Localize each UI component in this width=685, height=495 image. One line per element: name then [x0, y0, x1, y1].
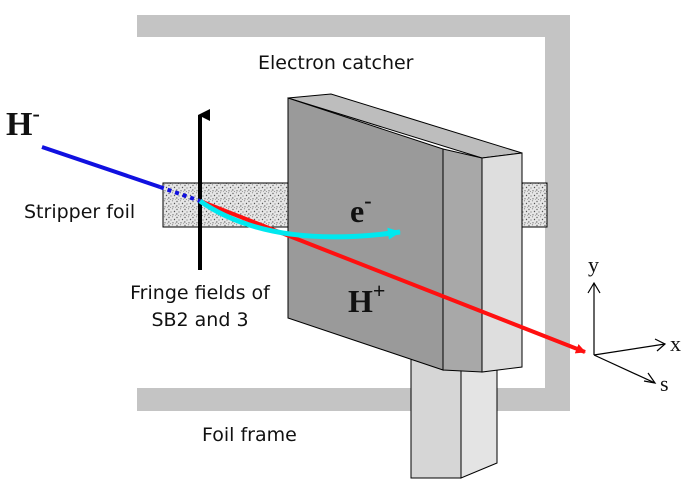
stripper-foil-label: Stripper foil [24, 201, 135, 223]
axis-x-arrowhead [654, 338, 667, 352]
catcher-middle-face [442, 148, 483, 373]
support-front [410, 357, 462, 479]
axis-y-arrowhead [587, 281, 601, 294]
coordinate-axes [587, 281, 667, 384]
h-minus-beam-dashed [159, 185, 201, 203]
foil-frame-label: Foil frame [202, 424, 297, 446]
catcher-support [410, 339, 498, 479]
electron-catcher-block [287, 93, 523, 373]
frame-top-bar [137, 15, 570, 37]
frame-right-bar [545, 15, 570, 411]
h-minus-base: H [6, 106, 32, 143]
frame-bottom-bar [137, 388, 570, 411]
axis-s-label: s [660, 371, 669, 396]
fringe-fields-label-line1: Fringe fields of [130, 282, 271, 304]
h-minus-beam [41, 145, 161, 189]
catcher-side-face [481, 152, 523, 373]
axis-x-line [593, 343, 666, 356]
h-plus-base: H [348, 283, 373, 319]
electron-superscript: - [364, 188, 371, 213]
h-minus-superscript: - [32, 101, 39, 126]
stripper-foil-left [162, 182, 292, 228]
electron-catcher-label: Electron catcher [258, 52, 414, 74]
fringe-fields-label-line2: SB2 and 3 [151, 309, 248, 331]
h-plus-label: H+ [348, 278, 385, 319]
electron-label: e- [350, 188, 372, 229]
axis-x-label: x [670, 331, 681, 356]
axis-s-arrowhead [643, 372, 657, 384]
electron-beam [198, 198, 401, 240]
h-plus-beam [199, 199, 586, 354]
h-plus-superscript: + [373, 278, 386, 303]
h-minus-label: H- [6, 101, 40, 143]
axis-s-line [593, 354, 656, 384]
axis-y-label: y [588, 252, 599, 277]
electron-base: e [350, 193, 364, 229]
frame-left-stub [137, 15, 160, 33]
